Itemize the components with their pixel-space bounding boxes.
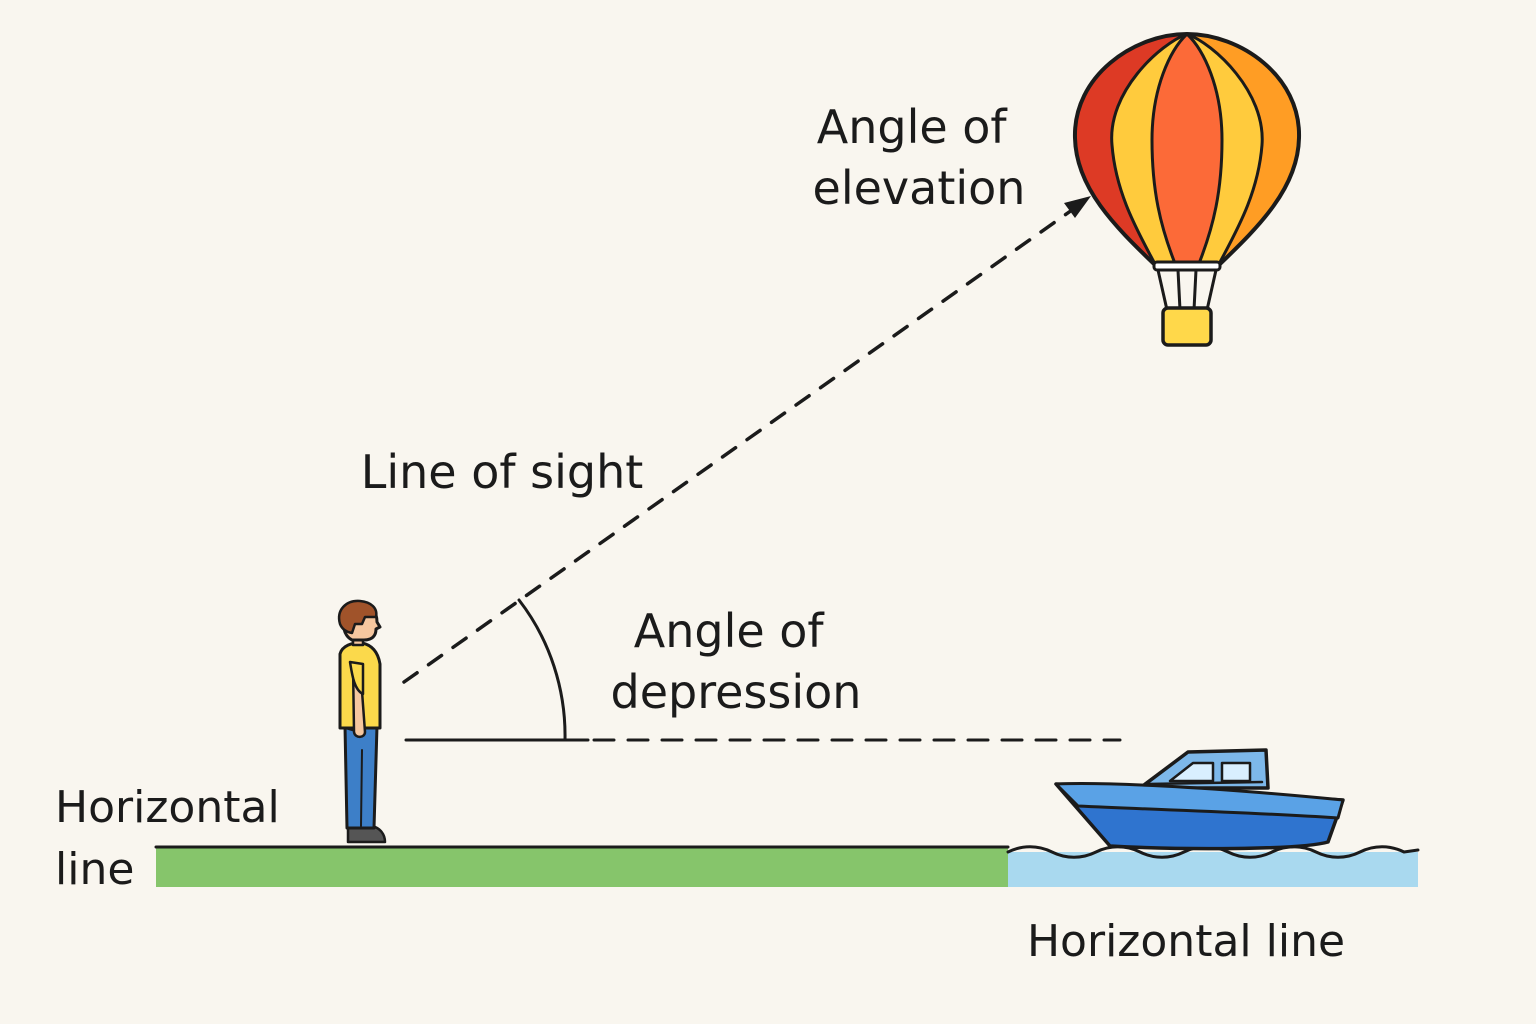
line-of-sight — [402, 208, 1074, 684]
horizontal-line-left-line-1: Horizontal — [55, 782, 280, 833]
hot-air-balloon-icon — [1072, 32, 1302, 347]
line-of-sight-arrowhead — [1064, 196, 1091, 218]
person-hair — [337, 599, 378, 635]
person-icon — [337, 599, 387, 844]
horizontal-line-left-label: Horizontal line — [55, 782, 294, 895]
angle-of-elevation-label: Angle of elevation — [813, 100, 1026, 215]
angle-of-depression-line-1: Angle of — [634, 604, 826, 658]
angle-of-depression-line-2: depression — [611, 665, 862, 719]
horizontal-line-right-label: Horizontal line — [1027, 916, 1345, 967]
angle-of-depression-label: Angle of depression — [611, 604, 862, 719]
angle-arc — [517, 598, 567, 742]
horizontal-line-left-line-2: line — [55, 844, 134, 895]
balloon-basket — [1161, 306, 1213, 347]
angle-of-elevation-line-2: elevation — [813, 161, 1026, 215]
boat-deck — [1054, 782, 1345, 820]
boat-icon — [1054, 748, 1345, 851]
angle-of-elevation-line-1: Angle of — [817, 100, 1009, 154]
ground-strip — [156, 847, 1008, 887]
line-of-sight-label: Line of sight — [361, 445, 644, 499]
